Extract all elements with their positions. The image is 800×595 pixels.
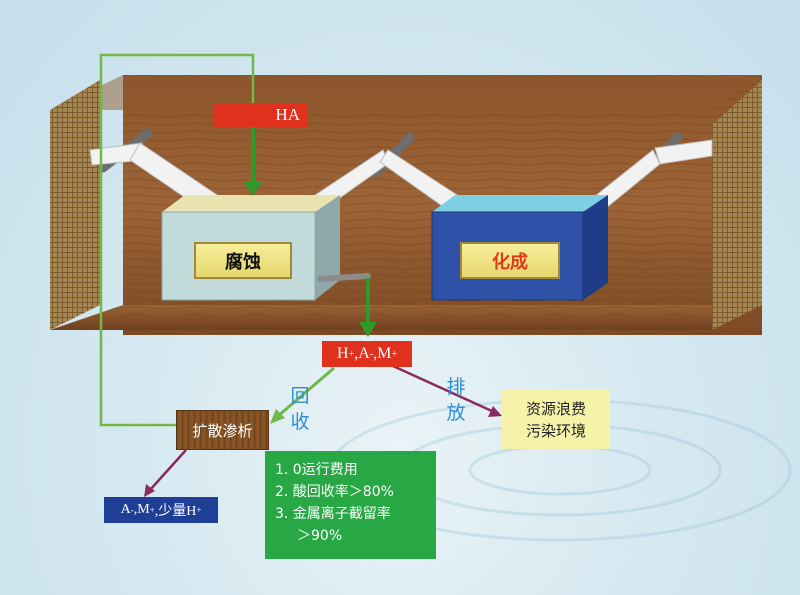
conversion-tank-label: 化成 xyxy=(460,242,560,279)
pollution-note: 资源浪费 污染环境 xyxy=(502,390,610,449)
feed-arrow xyxy=(244,127,262,196)
benefit-item: 1. 0运行费用 xyxy=(275,462,358,478)
benefits-box: 1. 0运行费用 2. 酸回收率＞80% 3. 金属离子截留率 ＞90% xyxy=(265,451,436,559)
recover-label: 回 收 xyxy=(290,385,310,433)
output-arrow xyxy=(144,449,187,497)
benefit-item: 2. 酸回收率＞80% xyxy=(275,484,394,500)
drain-pipe xyxy=(317,273,371,282)
recycle-loop xyxy=(99,53,255,427)
wooden-housing xyxy=(50,75,762,335)
conversion-tank xyxy=(431,195,608,301)
acid-input-label: HA xyxy=(213,103,308,127)
etching-tank-label: 腐蚀 xyxy=(194,242,292,279)
discharge-label: 排 放 xyxy=(446,376,466,424)
drain-arrow xyxy=(359,278,377,337)
benefit-item: ＞90% xyxy=(297,528,343,544)
effluent-ions-label: H+,A-,M+ xyxy=(322,341,412,367)
output-ions-label: A-,M+,少量H+ xyxy=(104,497,218,523)
benefit-item: 3. 金属离子截留率 xyxy=(275,506,391,522)
discharge-arrow xyxy=(392,364,502,417)
diffusion-dialysis-unit: 扩散渗析 xyxy=(176,410,269,450)
recover-arrow xyxy=(270,366,335,424)
